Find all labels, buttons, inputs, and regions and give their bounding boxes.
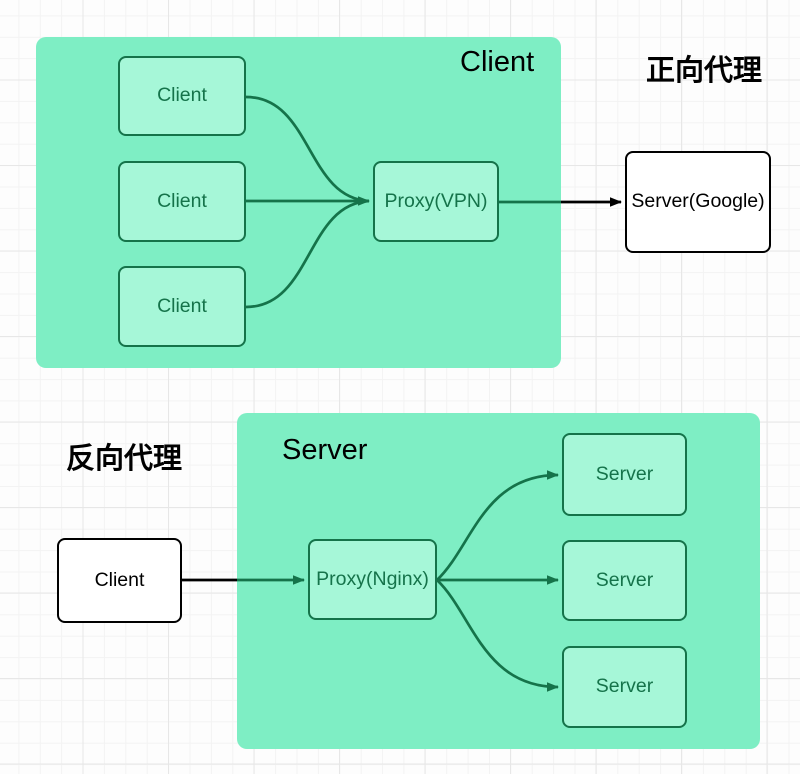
forward-proxy-section-title: 正向代理 (646, 55, 763, 87)
vpn-proxy-node: Proxy(VPN) (373, 161, 499, 242)
connector-client3-to-vpn-proxy (245, 199, 370, 309)
reverse-server-node-2: Server (562, 540, 687, 621)
reverse-server-node-1: Server (562, 433, 687, 516)
connector-nginx-proxy-to-server1 (436, 470, 559, 581)
forward-client-node-2: Client (118, 161, 246, 242)
forward-client-node-1: Client (118, 56, 246, 136)
reverse-server-node-3: Server (562, 646, 687, 728)
reverse-proxy-section-title: 反向代理 (66, 443, 183, 475)
connector-nginx-proxy-to-server3 (436, 579, 559, 692)
nginx-proxy-node: Proxy(Nginx) (308, 539, 437, 620)
google-server-node: Server(Google) (625, 151, 771, 253)
reverse-group-title: Server (282, 434, 368, 466)
forward-group-title: Client (460, 46, 535, 78)
connector-client1-to-vpn-proxy (245, 95, 370, 203)
reverse-client-node: Client (57, 538, 182, 623)
forward-client-node-3: Client (118, 266, 246, 347)
